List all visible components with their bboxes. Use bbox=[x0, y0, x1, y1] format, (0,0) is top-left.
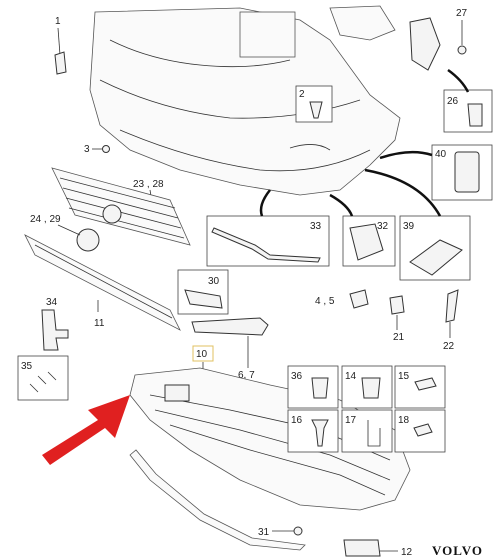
callout-box-17 bbox=[341, 409, 393, 453]
callout-box-16 bbox=[287, 409, 339, 453]
callout-33: 33 bbox=[310, 221, 322, 232]
callout-15: 15 bbox=[398, 371, 410, 382]
callout-11: 11 bbox=[94, 318, 105, 329]
screws-35 bbox=[29, 371, 57, 393]
callout-18: 18 bbox=[398, 415, 410, 426]
cover-12 bbox=[343, 539, 381, 557]
shield-tab bbox=[164, 384, 190, 402]
callout-22: 22 bbox=[443, 341, 455, 352]
callout-3: 3 bbox=[84, 144, 90, 155]
emblem-24-29 bbox=[76, 228, 100, 252]
callout-14: 14 bbox=[345, 371, 357, 382]
bumper-cover bbox=[89, 5, 401, 196]
lower-grille-11 bbox=[24, 234, 181, 331]
clip-21 bbox=[389, 295, 405, 315]
splash-shield-10 bbox=[129, 367, 411, 511]
callout-36: 36 bbox=[291, 371, 303, 382]
sensor-holder-40 bbox=[454, 151, 480, 193]
clip-part-1 bbox=[54, 51, 67, 75]
lower-strip bbox=[129, 449, 306, 551]
screw-15 bbox=[414, 377, 437, 391]
push-clip-2 bbox=[309, 101, 323, 119]
callout-32: 32 bbox=[377, 221, 389, 232]
callout-1: 1 bbox=[55, 16, 61, 27]
callout-box-35 bbox=[17, 355, 69, 401]
callout-30: 30 bbox=[208, 276, 220, 287]
grille-23-28 bbox=[51, 167, 191, 246]
nut-36 bbox=[311, 377, 329, 399]
screw-18 bbox=[413, 423, 433, 437]
fog-frame-32 bbox=[349, 223, 384, 261]
highlight-arrow bbox=[42, 395, 130, 465]
callout-27: 27 bbox=[456, 8, 468, 19]
callout-10: 10 bbox=[196, 349, 208, 360]
callout-24-29: 24 , 29 bbox=[30, 214, 61, 225]
push-rivet-16 bbox=[311, 419, 329, 447]
trim-strip-33 bbox=[211, 227, 321, 263]
sensor-bracket-39 bbox=[409, 239, 463, 276]
brand-logo: VOLVO bbox=[432, 543, 483, 558]
screw-27 bbox=[457, 45, 467, 55]
callout-box-10 bbox=[192, 345, 214, 362]
callout-40: 40 bbox=[435, 149, 447, 160]
callout-12: 12 bbox=[401, 547, 413, 558]
callout-23-28: 23 , 28 bbox=[133, 179, 164, 190]
side-bracket bbox=[409, 17, 441, 71]
radiator-grille-frame bbox=[239, 11, 296, 58]
hardware-grid: 36 14 15 16 17 18 bbox=[287, 365, 446, 453]
callout-34: 34 bbox=[46, 297, 58, 308]
cover-4-5 bbox=[349, 289, 369, 309]
bracket-34 bbox=[41, 309, 69, 351]
callout-2: 2 bbox=[299, 89, 305, 100]
callout-17: 17 bbox=[345, 415, 357, 426]
callout-39: 39 bbox=[403, 221, 415, 232]
clip-14 bbox=[361, 377, 381, 399]
callout-21: 21 bbox=[393, 332, 405, 343]
callout-31: 31 bbox=[258, 527, 270, 538]
bracket-26 bbox=[467, 103, 483, 127]
callout-4-5: 4 , 5 bbox=[315, 296, 335, 307]
grille-badge bbox=[102, 204, 122, 224]
bracket-22 bbox=[445, 289, 459, 323]
callout-26: 26 bbox=[447, 96, 459, 107]
screw-31 bbox=[293, 526, 303, 536]
callout-16: 16 bbox=[291, 415, 303, 426]
callout-6-7: 6, 7 bbox=[238, 370, 255, 381]
side-trim-6-7 bbox=[191, 317, 269, 336]
cover-30 bbox=[184, 289, 223, 309]
wire-clip-17 bbox=[367, 420, 381, 447]
screw-3 bbox=[102, 145, 110, 153]
callout-box-26 bbox=[443, 89, 493, 133]
callout-35: 35 bbox=[21, 361, 33, 372]
upper-bracket-right bbox=[329, 5, 396, 41]
